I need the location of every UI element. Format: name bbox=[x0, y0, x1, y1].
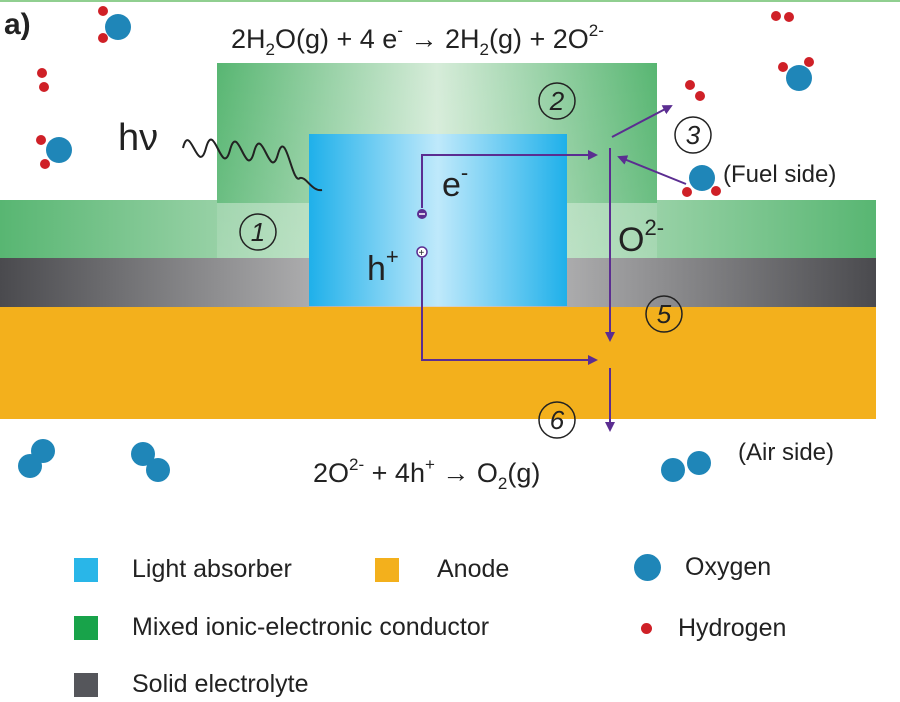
molecule-water-top bbox=[98, 6, 131, 43]
step-circle-6 bbox=[538, 401, 576, 439]
molecule-hydrogen-top-right bbox=[771, 11, 794, 22]
hole-label: h+ bbox=[367, 244, 399, 288]
legend-hydrogen: Hydrogen bbox=[641, 614, 786, 643]
water-in-arrow bbox=[617, 155, 687, 185]
step-number-6: 6 bbox=[550, 405, 565, 435]
legend-light-absorber: Light absorber bbox=[74, 555, 292, 584]
oxygen-atom bbox=[146, 458, 170, 482]
hole-path-arrow bbox=[421, 258, 598, 365]
oxygen-atom bbox=[661, 458, 685, 482]
hydrogen-atom bbox=[36, 135, 46, 145]
molecule-water-top-right bbox=[778, 57, 814, 91]
oxygen-swatch bbox=[634, 554, 661, 581]
step-number-3: 3 bbox=[686, 120, 701, 150]
photon-wave bbox=[182, 138, 323, 192]
step-circle-5 bbox=[645, 295, 683, 333]
anode-layer bbox=[0, 306, 876, 419]
legend-label: Light absorber bbox=[132, 555, 292, 583]
hydrogen-atom bbox=[98, 33, 108, 43]
oxide-label: O2- bbox=[618, 215, 664, 259]
oxygen-atom bbox=[131, 442, 155, 466]
oxygen-atom bbox=[105, 14, 131, 40]
legend-anode: Anode bbox=[375, 555, 509, 584]
hydrogen-atom bbox=[784, 12, 794, 22]
electron-path-arrow bbox=[421, 150, 598, 208]
light-absorber-swatch bbox=[74, 557, 98, 582]
step-number-5: 5 bbox=[657, 299, 672, 329]
molecule-oxygen-3 bbox=[661, 451, 711, 482]
hydrogen-atom bbox=[40, 159, 50, 169]
hydrogen-atom bbox=[804, 57, 814, 67]
molecule-hydrogen-left bbox=[37, 68, 49, 92]
legend-solid-electrolyte: Solid electrolyte bbox=[74, 670, 308, 699]
fuel-side-label: (Fuel side) bbox=[723, 161, 836, 188]
anode-swatch bbox=[375, 557, 399, 582]
hydrogen-atom bbox=[98, 6, 108, 16]
hydrogen-atom bbox=[711, 186, 721, 196]
step-markers: 1 2 3 5 6 bbox=[239, 82, 712, 439]
oxygen-atom bbox=[687, 451, 711, 475]
legend-label: Hydrogen bbox=[678, 614, 787, 642]
hydrogen-atom bbox=[695, 91, 705, 101]
hydrogen-atom bbox=[685, 80, 695, 90]
electrolyte-swatch bbox=[74, 672, 98, 697]
equation-top: 2H2O(g) + 4 e- → 2H2(g) + 2O2- bbox=[231, 21, 604, 59]
panel-label: a) bbox=[4, 8, 31, 41]
legend-mixed-conductor: Mixed ionic-electronic conductor bbox=[74, 613, 489, 642]
hydrogen-atom bbox=[771, 11, 781, 21]
legend-label: Anode bbox=[437, 555, 510, 583]
molecule-hydrogen-product bbox=[685, 80, 705, 101]
light-absorber bbox=[309, 134, 567, 306]
oxygen-atom bbox=[46, 137, 72, 163]
step-number-1: 1 bbox=[251, 217, 265, 247]
legend-label: Solid electrolyte bbox=[132, 670, 309, 698]
hydrogen-swatch bbox=[641, 623, 652, 634]
hydrogen-atom bbox=[37, 68, 47, 78]
step-number-2: 2 bbox=[549, 86, 565, 116]
step-circle-3 bbox=[674, 116, 712, 154]
oxygen-atom bbox=[786, 65, 812, 91]
legend-oxygen: Oxygen bbox=[634, 553, 771, 582]
hydrogen-out-arrow bbox=[611, 105, 673, 138]
air-side-label: (Air side) bbox=[738, 439, 834, 466]
electron-label: e- bbox=[442, 160, 468, 204]
equation-bottom: 2O2- + 4h+ → O2(g) bbox=[313, 455, 540, 493]
legend-label: Mixed ionic-electronic conductor bbox=[132, 613, 490, 641]
oxygen-atom bbox=[18, 454, 42, 478]
oxygen-atom bbox=[689, 165, 715, 191]
hydrogen-atom bbox=[682, 187, 692, 197]
molecule-oxygen-1 bbox=[18, 439, 55, 478]
hydrogen-atom bbox=[778, 62, 788, 72]
photon-label: hν bbox=[118, 117, 158, 159]
legend-label: Oxygen bbox=[685, 553, 772, 581]
hole-marker bbox=[416, 246, 428, 258]
hole-marker-plus: + bbox=[419, 248, 425, 259]
step-circle-1 bbox=[239, 213, 277, 251]
molecule-water-fuel-side bbox=[682, 165, 721, 197]
molecule-oxygen-2 bbox=[131, 442, 170, 482]
hydrogen-atom bbox=[39, 82, 49, 92]
step-circle-2 bbox=[538, 82, 576, 120]
molecule-water-left bbox=[36, 135, 72, 169]
mixed-conductor-swatch bbox=[74, 615, 98, 640]
